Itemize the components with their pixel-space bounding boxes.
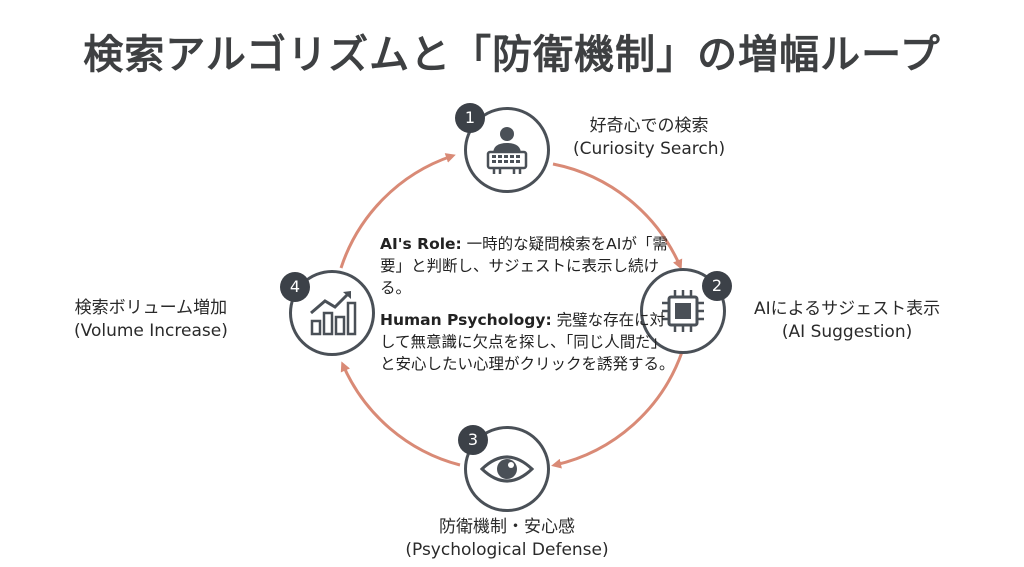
step-badge-3: 3 [458,425,488,455]
cpu-chip-icon [662,290,704,332]
step-node-1 [464,107,550,193]
human-psychology-text: 完璧な存在に対して無意識に欠点を探し、「同じ人間だ」と安心したい心理がクリックを… [380,311,675,373]
step-label-2: AIによるサジェスト表示 (AI Suggestion) [754,298,940,344]
eye-icon [479,455,535,483]
step-badge-2: 2 [702,271,732,301]
step-label-4-en: (Volume Increase) [74,321,228,341]
rising-bar-chart-icon [310,291,357,336]
page-title: 検索アルゴリズムと「防衛機制」の増幅ループ [83,31,941,78]
human-psychology-paragraph: Human Psychology: 完璧な存在に対して無意識に欠点を探し、「同じ… [380,309,675,375]
step-badge-1: 1 [455,103,485,133]
step-label-3-ja: 防衛機制・安心感 [439,517,575,537]
step-label-1: 好奇心での検索 (Curiosity Search) [573,115,725,161]
arrow-3-to-4 [340,361,461,467]
step-label-1-ja: 好奇心での検索 [589,116,709,136]
ai-role-label: AI's Role: [380,235,462,253]
step-label-4-ja: 検索ボリューム増加 [74,298,228,318]
ai-role-text: 一時的な疑問検索をAIが「需要」と判断し、サジェストに表示し続ける。 [380,235,668,297]
arrow-1-to-2 [552,162,683,270]
step-label-2-en: (AI Suggestion) [781,322,913,342]
step-label-3: 防衛機制・安心感 (Psychological Defense) [400,516,614,562]
human-psychology-label: Human Psychology: [380,311,552,329]
step-badge-4: 4 [280,272,310,302]
step-label-2-ja: AIによるサジェスト表示 [754,299,941,319]
step-label-4: 検索ボリューム増加 (Volume Increase) [74,297,228,343]
arrow-4-to-1 [339,153,456,269]
center-explanation: AI's Role: 一時的な疑問検索をAIが「需要」と判断し、サジェストに表示… [380,233,675,385]
step-label-3-en: (Psychological Defense) [405,540,609,560]
person-typing-laptop-icon [486,127,528,174]
step-label-1-en: (Curiosity Search) [573,139,726,159]
ai-role-paragraph: AI's Role: 一時的な疑問検索をAIが「需要」と判断し、サジェストに表示… [380,233,675,299]
arrow-2-to-3 [551,351,684,469]
